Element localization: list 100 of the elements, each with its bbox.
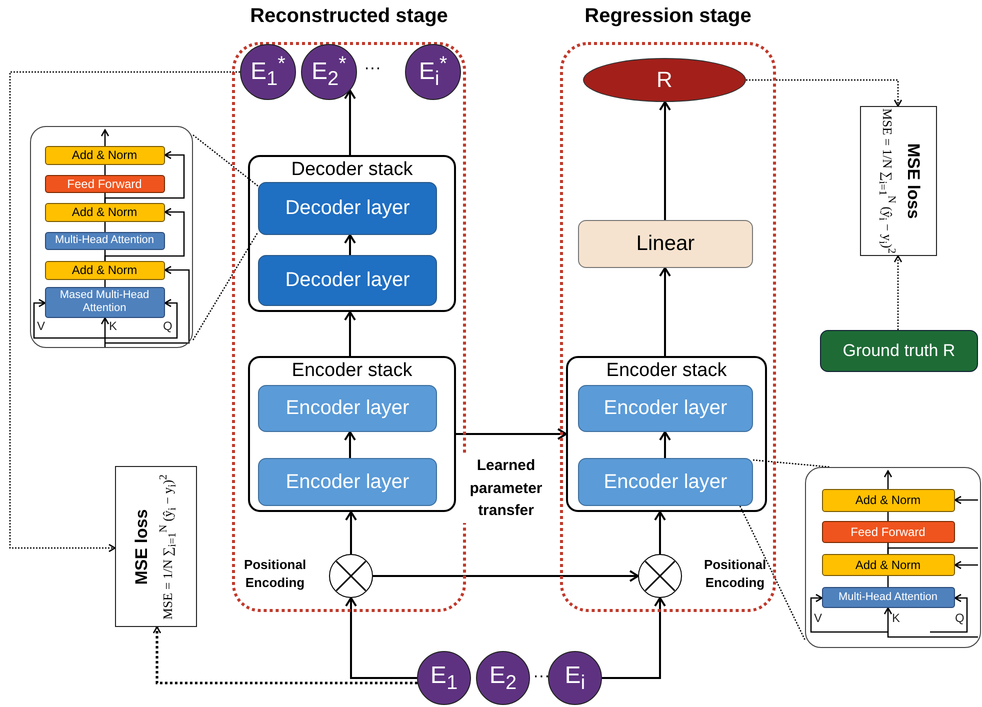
embedding-circle: [301, 44, 357, 100]
decoder-layer-box: [258, 182, 437, 235]
arrow: [104, 150, 185, 203]
ellipsis-text: ···: [533, 666, 550, 686]
output-label: R: [656, 67, 672, 93]
loss-box: [115, 466, 197, 627]
block-label: Add & Norm: [855, 558, 921, 572]
embedding-circle: [548, 651, 602, 705]
arrow: [105, 266, 190, 344]
arrow: [345, 511, 357, 554]
layer-detail-panel: [805, 467, 981, 648]
block-label: Feed Forward: [67, 176, 142, 190]
layer-label: Encoder layer: [286, 470, 410, 494]
layer-label: Encoder layer: [604, 397, 728, 420]
attention-block: [44, 286, 164, 318]
dotted-arrow: [894, 255, 902, 330]
arrow: [930, 594, 968, 633]
encoder-layer-box: [258, 458, 437, 506]
leader-line: [739, 506, 806, 640]
input-label: V: [814, 611, 822, 625]
block-label: Add & Norm: [72, 263, 138, 277]
block-label: Multi-Head Attention: [838, 590, 938, 604]
arrow: [105, 298, 178, 339]
leader-line: [192, 134, 258, 187]
dotted-arrow: [152, 626, 418, 684]
input-label: Q: [955, 611, 964, 625]
layer-label: Encoder layer: [604, 470, 728, 494]
multiply-circle: [638, 554, 682, 598]
block-label: Add & Norm: [72, 205, 138, 219]
add-norm-block: [44, 260, 164, 280]
arrow: [345, 597, 417, 679]
layer-detail-panel: [30, 126, 193, 348]
feed-forward-block: [44, 174, 164, 192]
arrow: [104, 208, 185, 261]
dotted-arrow: [9, 71, 240, 552]
stack-heading: Decoder stack: [290, 159, 414, 181]
feed-forward-block: [822, 520, 954, 542]
add-norm-block: [822, 488, 954, 512]
input-label: K: [109, 319, 118, 333]
stack-box: [248, 356, 456, 512]
encoder-layer-box: [578, 458, 753, 506]
stack-box: [566, 356, 767, 512]
add-norm-block: [44, 202, 164, 222]
circle-label: E$_{i}$: [564, 662, 586, 694]
arrow: [810, 594, 888, 633]
ground-truth-label: Ground truth R: [842, 341, 956, 361]
stage-heading: Reconstructed stage: [249, 5, 449, 28]
arrow: [954, 496, 978, 504]
loss-box: [860, 106, 937, 256]
side-label: Positional Encoding: [702, 556, 768, 592]
arrow: [373, 570, 639, 582]
side-label: Positional Encoding: [242, 556, 308, 592]
add-norm-block: [44, 146, 164, 164]
circle-label: E$_{2}$: [489, 662, 517, 694]
arrow: [654, 511, 666, 554]
connector-line: [887, 547, 978, 554]
stage-heading: Regression stage: [584, 5, 752, 28]
arrow: [659, 267, 671, 356]
stack-heading: Encoder stack: [605, 360, 728, 382]
input-label: V: [37, 319, 46, 333]
circle-label: E$_{1}$: [430, 662, 458, 694]
layer-label: Decoder layer: [285, 269, 410, 292]
embedding-circle: [405, 44, 461, 100]
connector-line: [887, 576, 889, 587]
ground-truth-box: [820, 330, 978, 372]
decoder-layer-box: [258, 255, 437, 306]
block-label: Feed Forward: [850, 524, 926, 538]
loss-title: MSE loss: [902, 143, 922, 219]
arrow: [659, 101, 671, 220]
embedding-circle: [417, 651, 471, 705]
layer-label: Encoder layer: [286, 397, 410, 420]
block-label: Add & Norm: [72, 148, 138, 162]
arrow: [602, 597, 666, 679]
encoder-layer-box: [258, 385, 437, 432]
connector-line: [104, 165, 106, 175]
input-label: Q: [163, 319, 172, 333]
linear-label: Linear: [636, 232, 695, 256]
arrow: [954, 560, 978, 570]
arrow: [884, 607, 978, 638]
connector-line: [887, 512, 889, 521]
linear-box: [578, 220, 753, 268]
arrow: [344, 311, 356, 356]
multiply-circle: [329, 554, 373, 598]
stack-box: [248, 155, 456, 312]
arrow: [33, 298, 105, 339]
arrow: [100, 317, 110, 347]
add-norm-block: [822, 554, 954, 576]
connector-line: [104, 280, 106, 287]
leader-line: [192, 232, 259, 340]
embedding-circle: [240, 44, 296, 100]
dotted-arrow: [746, 79, 902, 107]
arrow: [659, 431, 671, 458]
attention-block: [44, 232, 164, 250]
encoder-layer-box: [578, 385, 753, 432]
stack-heading: Encoder stack: [290, 360, 414, 382]
attention-block: [822, 586, 954, 608]
block-label: Mased Multi-Head Attention: [58, 289, 150, 315]
arrow: [344, 234, 356, 255]
layer-label: Decoder layer: [285, 197, 410, 220]
block-label: Multi-Head Attention: [54, 234, 154, 247]
